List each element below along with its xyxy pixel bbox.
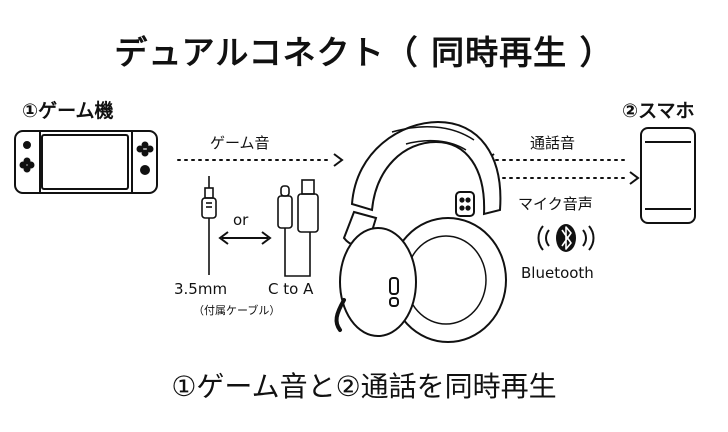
call-audio-label: 通話音 (530, 134, 576, 152)
or-label: or (233, 211, 249, 229)
smartphone-label: ②スマホ (622, 100, 695, 122)
headset-icon (334, 120, 507, 343)
game-audio-arrow (177, 153, 344, 167)
cable-note: （付属ケーブル） (193, 304, 281, 317)
game-audio-label: ゲーム音 (210, 134, 270, 152)
or-double-arrow (218, 231, 272, 245)
mic-audio-label: マイク音声 (518, 195, 593, 213)
cable-35mm-icon (201, 176, 217, 275)
game-console-label: ①ゲーム機 (22, 100, 114, 122)
mic-audio-arrow (495, 171, 640, 185)
cable-c-to-a-label: C to A (268, 280, 314, 298)
smartphone-icon (640, 127, 696, 224)
game-console-icon (14, 130, 158, 194)
call-audio-arrow (484, 153, 629, 167)
cable-c-to-a-icon (277, 179, 319, 277)
caption: ①ゲーム音と②通話を同時再生 (171, 370, 557, 403)
bluetooth-icon (537, 224, 595, 252)
page-title: デュアルコネクト（ 同時再生 ） (114, 33, 614, 72)
bluetooth-label: Bluetooth (521, 264, 594, 282)
cable-35mm-label: 3.5mm (174, 280, 228, 298)
